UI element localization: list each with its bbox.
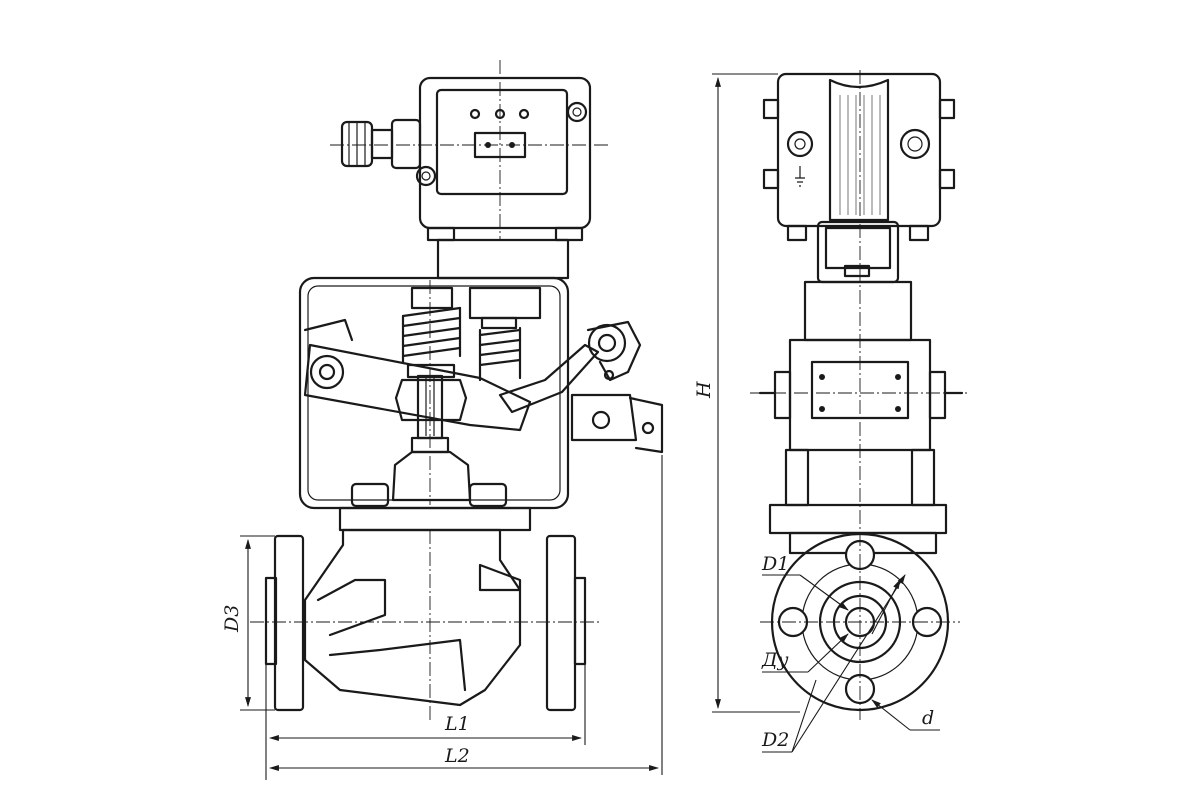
label-d1: D1 [761,553,789,575]
cable-gland [340,118,422,170]
label-l2: L2 [444,745,470,767]
label-d2: D2 [761,729,789,751]
label-d3: D3 [221,605,243,633]
dimension-l2: L2 [269,455,663,775]
flange-side [760,70,960,720]
leader-d: d [871,699,940,731]
leader-d1: D1 [761,553,901,635]
leader-d2: D2 [761,574,906,753]
side-view: H D1 Ду D2 d [693,70,970,753]
terminal-box [330,60,610,280]
label-dy: Ду [761,649,788,671]
label-l1: L1 [444,713,470,735]
actuator-housing [298,276,570,510]
terminal-box-side [762,72,956,284]
valve-body [250,528,600,720]
label-d: d [922,707,934,729]
bonnet-plate [338,506,532,532]
leader-dy: Ду [761,633,849,673]
dimension-h: H [693,73,800,713]
front-view: D3 L1 L2 [221,60,664,780]
label-h: H [693,381,715,399]
dimension-l1: L1 [265,665,586,780]
side-lever [498,320,664,454]
dimension-d3: D3 [221,535,275,711]
